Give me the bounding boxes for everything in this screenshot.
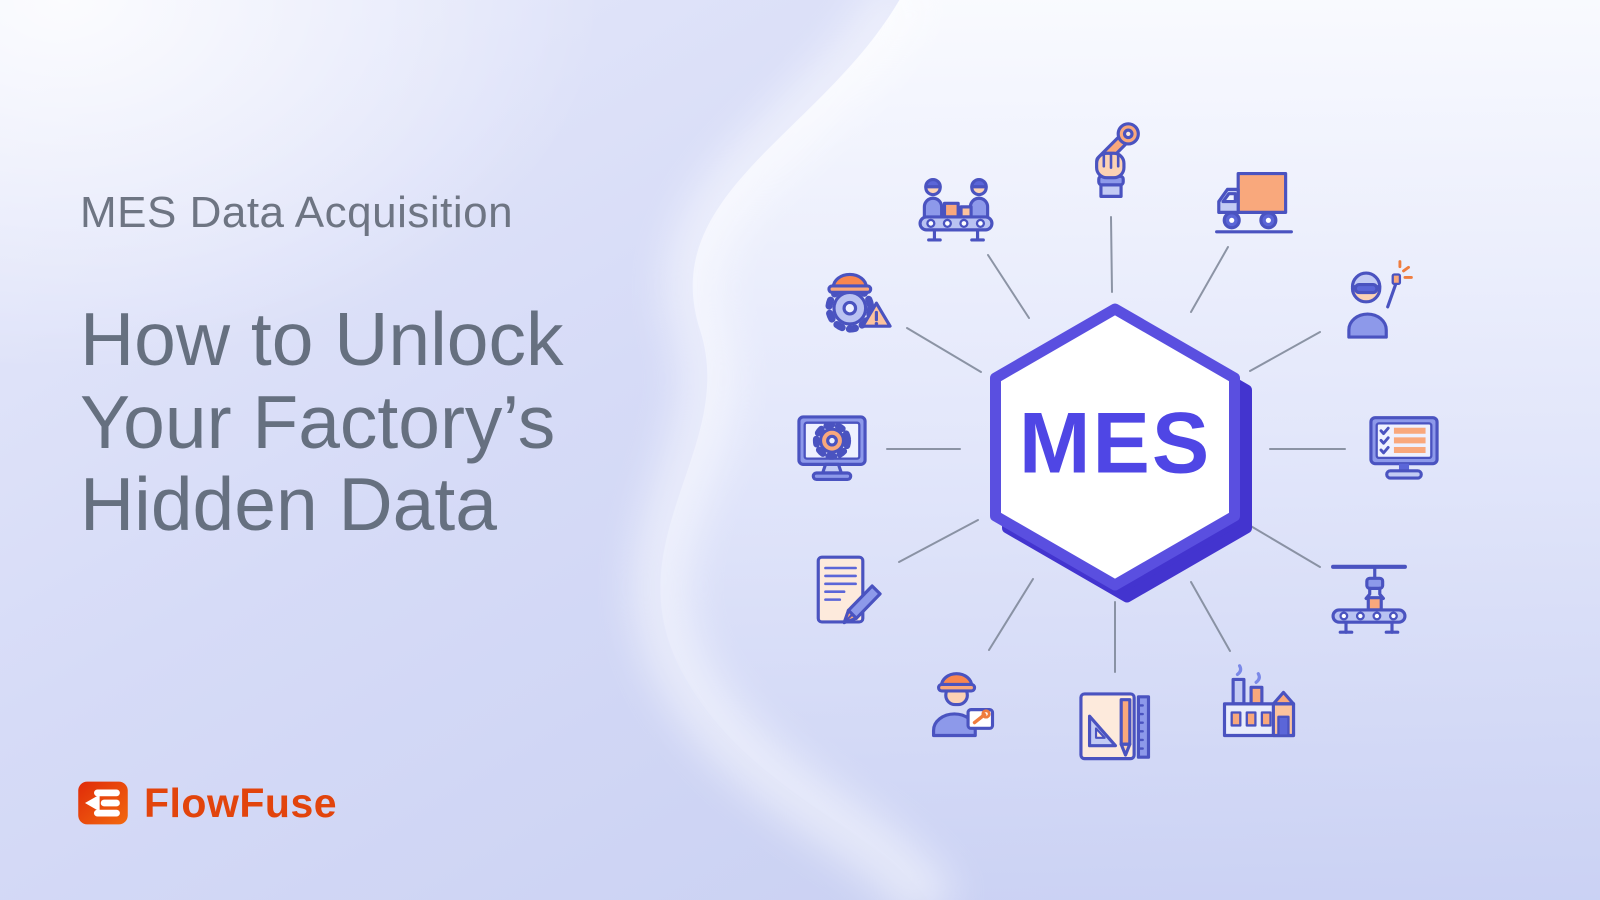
mes-hexagon: MES bbox=[950, 272, 1280, 622]
delivery-truck-icon bbox=[1208, 152, 1300, 244]
mes-label: MES bbox=[1019, 396, 1211, 492]
hand-holding-wrench-icon bbox=[1065, 113, 1157, 205]
gear-hard-hat-maintenance-icon bbox=[811, 255, 903, 347]
title-line-1: How to Unlock bbox=[80, 297, 564, 381]
hero-text-block: MES Data Acquisition How to Unlock Your … bbox=[80, 188, 564, 546]
flowfuse-logo-icon bbox=[78, 781, 128, 825]
factory-icon bbox=[1213, 655, 1305, 747]
work-document-pen-icon bbox=[801, 545, 893, 637]
page-subtitle: MES Data Acquisition bbox=[80, 188, 514, 237]
gantry-robot-conveyor-icon bbox=[1323, 551, 1415, 643]
curve-highlight bbox=[632, 0, 959, 900]
welder-icon bbox=[1323, 258, 1415, 350]
flowfuse-logo-text: FlowFuse bbox=[144, 779, 338, 826]
title-line-3: Hidden Data bbox=[80, 462, 497, 546]
flowfuse-logo: FlowFuse bbox=[76, 776, 337, 830]
hexagon-body bbox=[990, 303, 1240, 591]
drafting-tools-icon bbox=[1068, 681, 1160, 773]
assembly-line-workers-icon bbox=[910, 158, 1002, 250]
maintenance-technician-icon bbox=[912, 655, 1004, 747]
production-checklist-monitor-icon bbox=[1358, 404, 1450, 496]
title-line-2: Your Factory’s bbox=[80, 379, 556, 464]
page-title: How to Unlock Your Factory’s Hidden Data bbox=[80, 298, 564, 546]
monitor-gear-icon bbox=[786, 404, 878, 496]
